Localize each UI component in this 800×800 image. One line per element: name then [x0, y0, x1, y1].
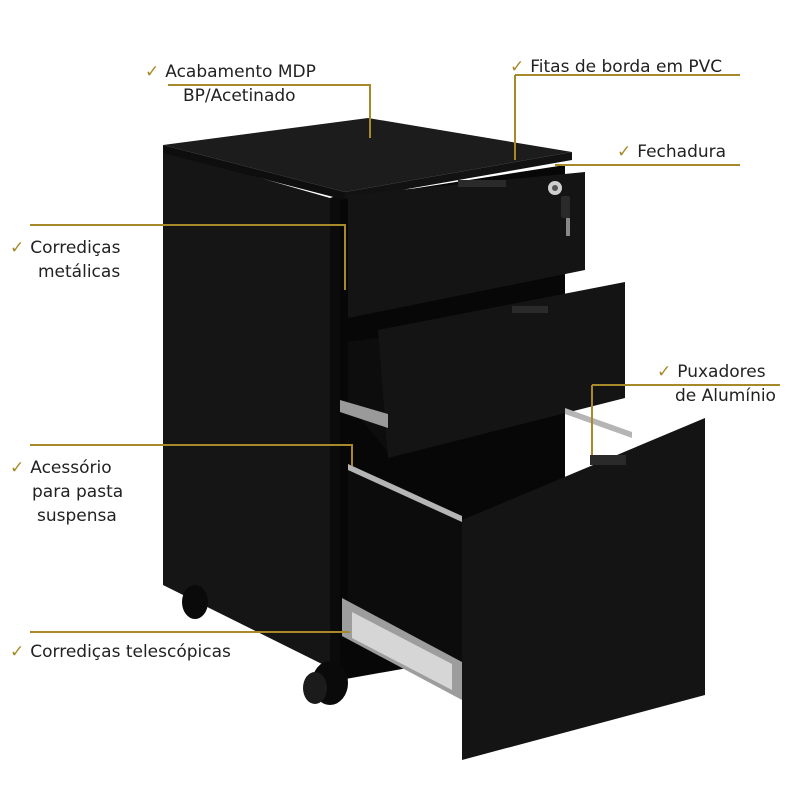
drawer-bottom	[342, 408, 705, 760]
feature-label-fechadura: ✓Fechadura	[617, 142, 727, 162]
feature-label-puxadores: ✓Puxadores de Alumínio	[657, 362, 776, 406]
feature-label-fitas: ✓Fitas de borda em PVC	[510, 57, 723, 77]
check-icon: ✓	[10, 458, 25, 478]
caster-wheels	[182, 585, 348, 705]
check-icon: ✓	[657, 362, 672, 382]
check-icon: ✓	[617, 142, 632, 162]
check-icon: ✓	[510, 57, 525, 77]
check-icon: ✓	[145, 62, 160, 82]
check-icon: ✓	[10, 238, 25, 258]
feature-label-corredicas-metalicas: ✓Corrediças metálicas	[10, 238, 121, 282]
callout-lines	[30, 74, 780, 633]
check-icon: ✓	[10, 642, 25, 662]
feature-label-acabamento: ✓Acabamento MDP BP/Acetinado	[145, 62, 316, 106]
drawer-top	[348, 172, 585, 318]
feature-label-acessorio: ✓Acessório para pasta suspensa	[10, 458, 124, 526]
feature-label-corredicas-telescopicas: ✓Corrediças telescópicas	[10, 642, 231, 662]
drawer-middle	[340, 282, 625, 458]
